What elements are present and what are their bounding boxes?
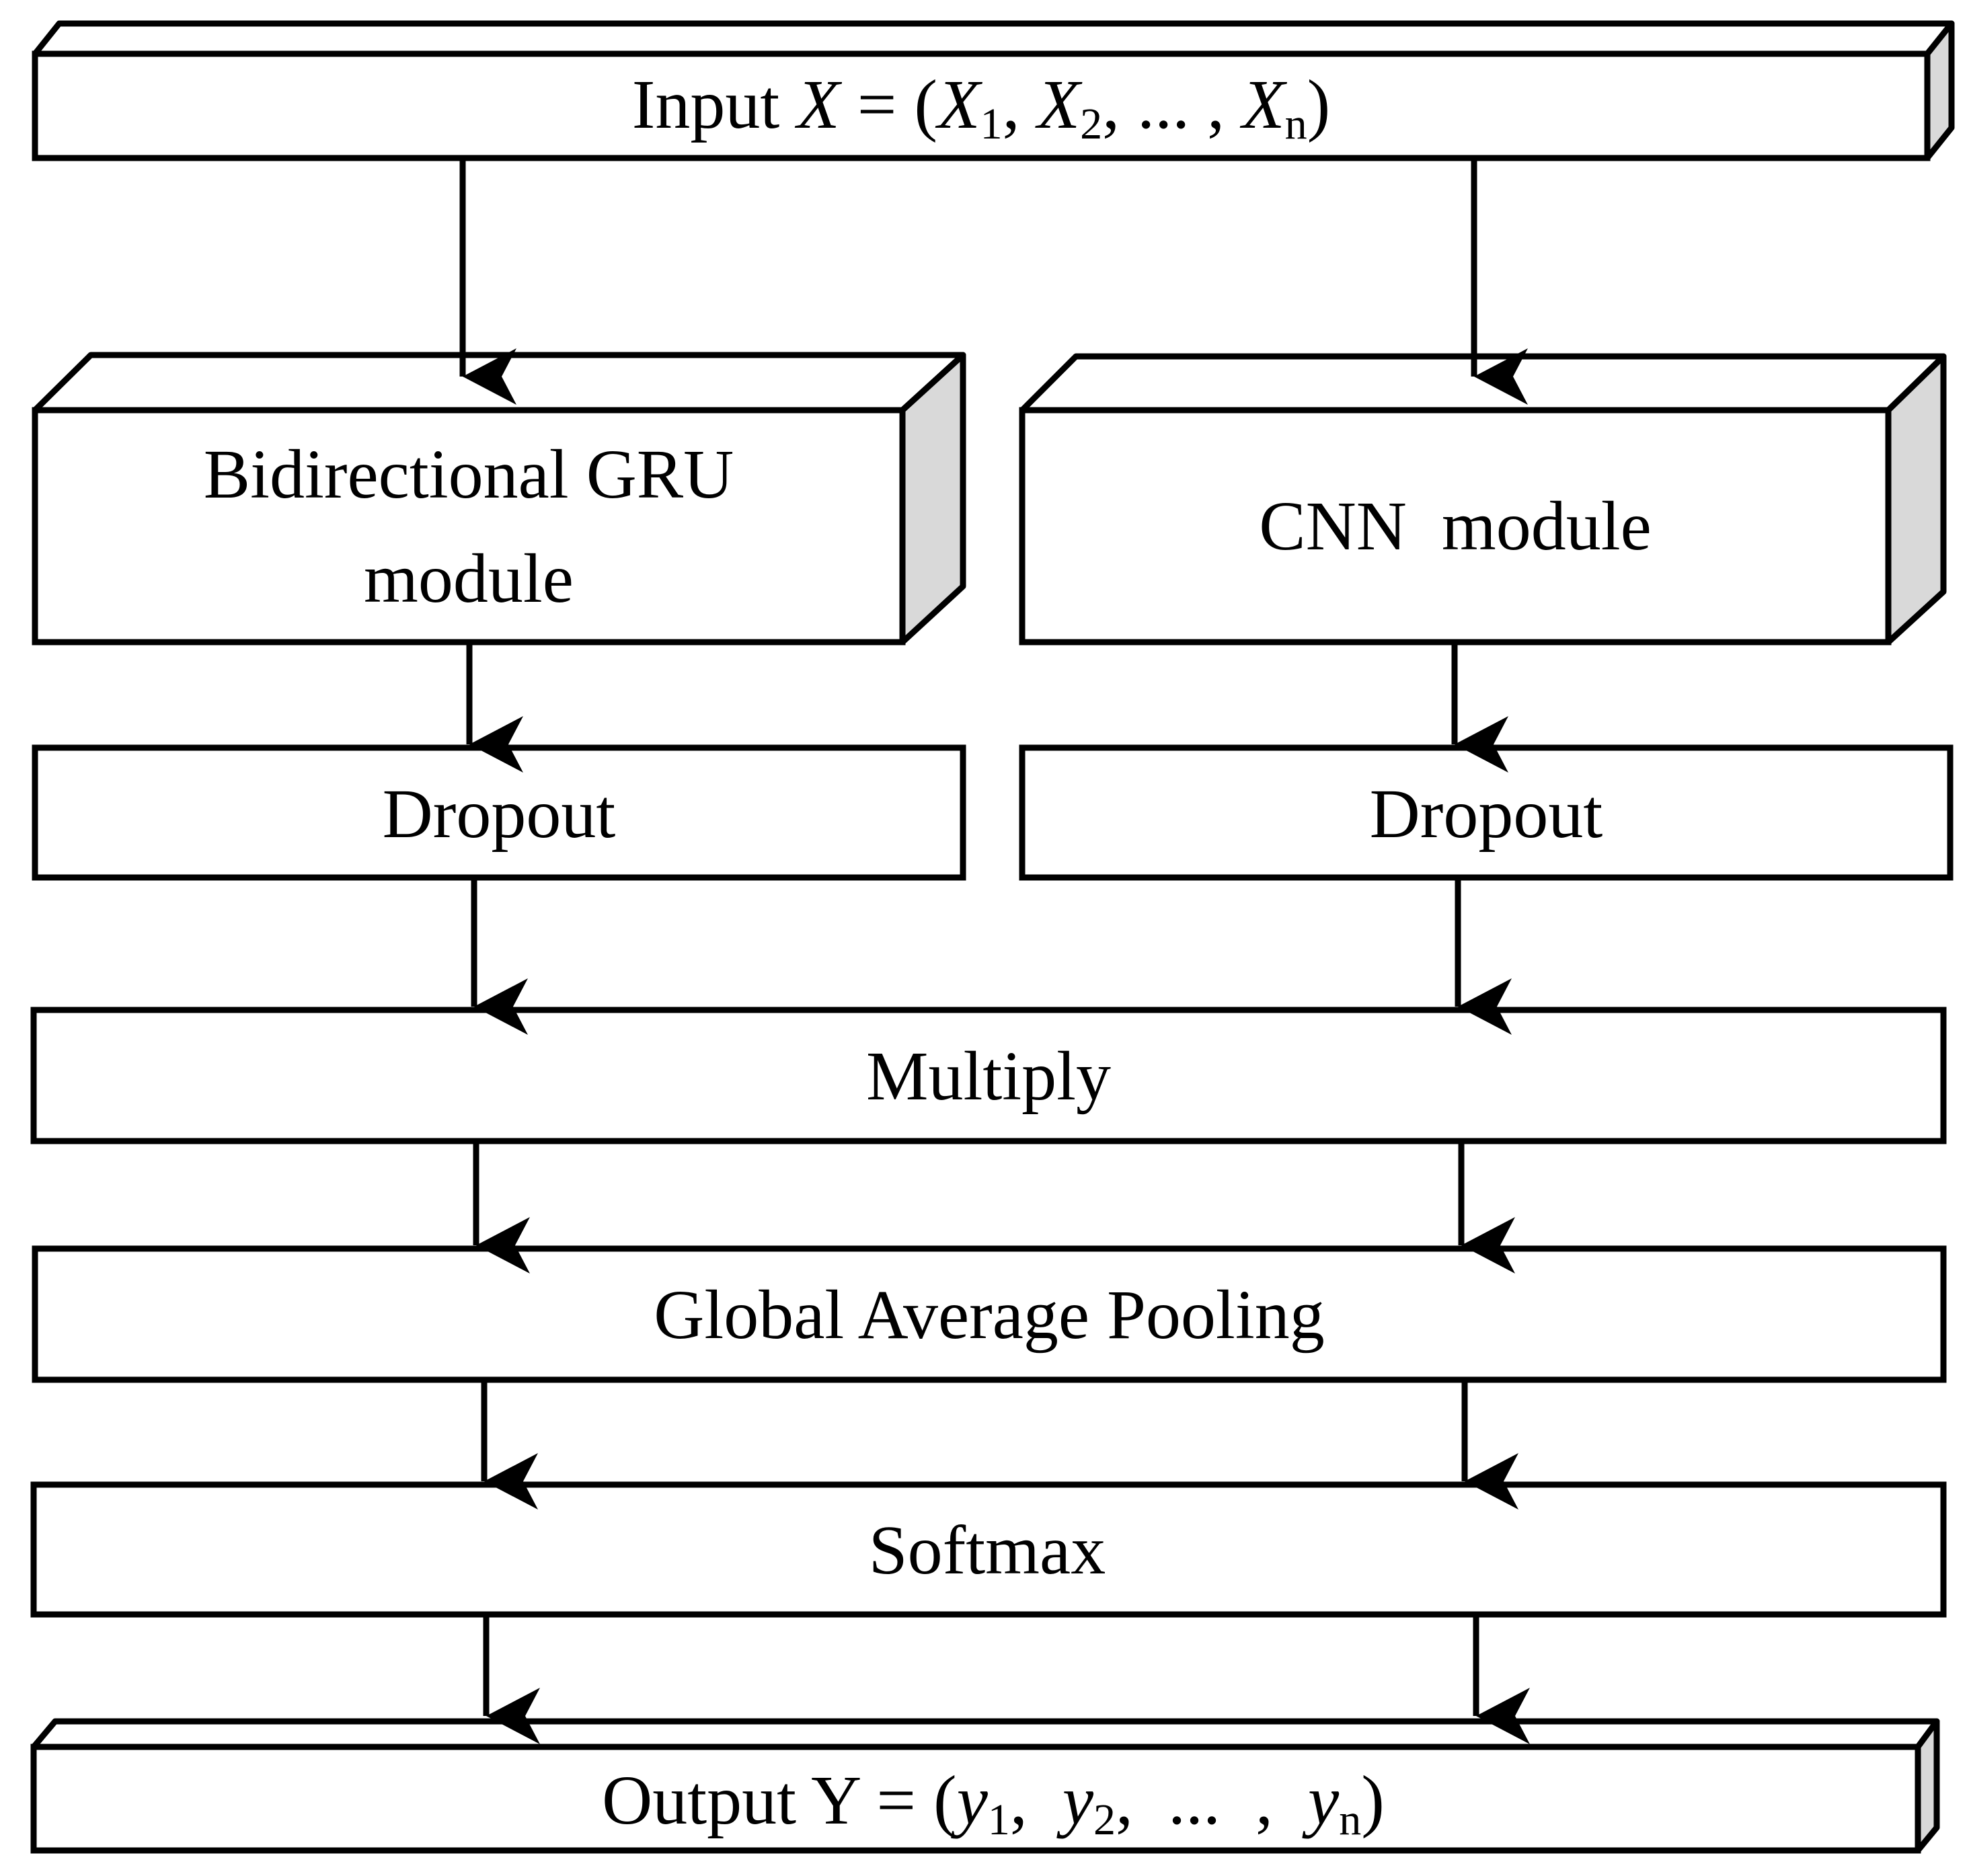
softmax-node: Softmax [30,1481,1947,1618]
softmax-box [30,1481,1947,1618]
output-front-face [30,1744,1921,1854]
cnn-front-face [1019,407,1892,646]
gap-label: Global Average Pooling [654,1276,1324,1354]
gap-node: Global Average Pooling [32,1245,1947,1383]
gru-top-face [32,352,966,414]
gap-box [32,1245,1947,1383]
input-node: Input X = (X1, X2, ... , Xn) [32,20,1955,161]
input-top-face [32,20,1955,57]
cnn-node: CNN module [1019,353,1947,646]
edges [459,159,1530,1744]
softmax-label: Softmax [869,1512,1106,1589]
input-label: Input X = (X1, X2, ... , Xn) [632,66,1331,149]
output-top-face [30,1718,1940,1750]
cnn-label: CNN module [1259,487,1652,565]
dropout-left-label: Dropout [383,775,616,853]
gru-label-line1: Bidirectional GRU [204,436,734,513]
dropout-right-label: Dropout [1370,775,1603,853]
multiply-box [30,1007,1947,1144]
gru-front-face [32,407,906,646]
multiply-label: Multiply [866,1038,1111,1115]
input-front-face [32,50,1931,161]
dropout-right-node: Dropout [1019,744,1954,881]
output-node: Output Y = (y1, y2, ... , yn) [30,1718,1940,1854]
cnn-top-face [1019,353,1947,414]
gru-side-face [899,352,966,646]
gru-node: Bidirectional GRU module [32,352,966,646]
gru-label-line2: module [364,540,574,617]
dropout-left-node: Dropout [32,744,966,881]
cnn-side-face [1885,353,1947,646]
output-label: Output Y = (y1, y2, ... , yn) [479,1762,1472,1844]
multiply-node: Multiply [30,1007,1947,1144]
